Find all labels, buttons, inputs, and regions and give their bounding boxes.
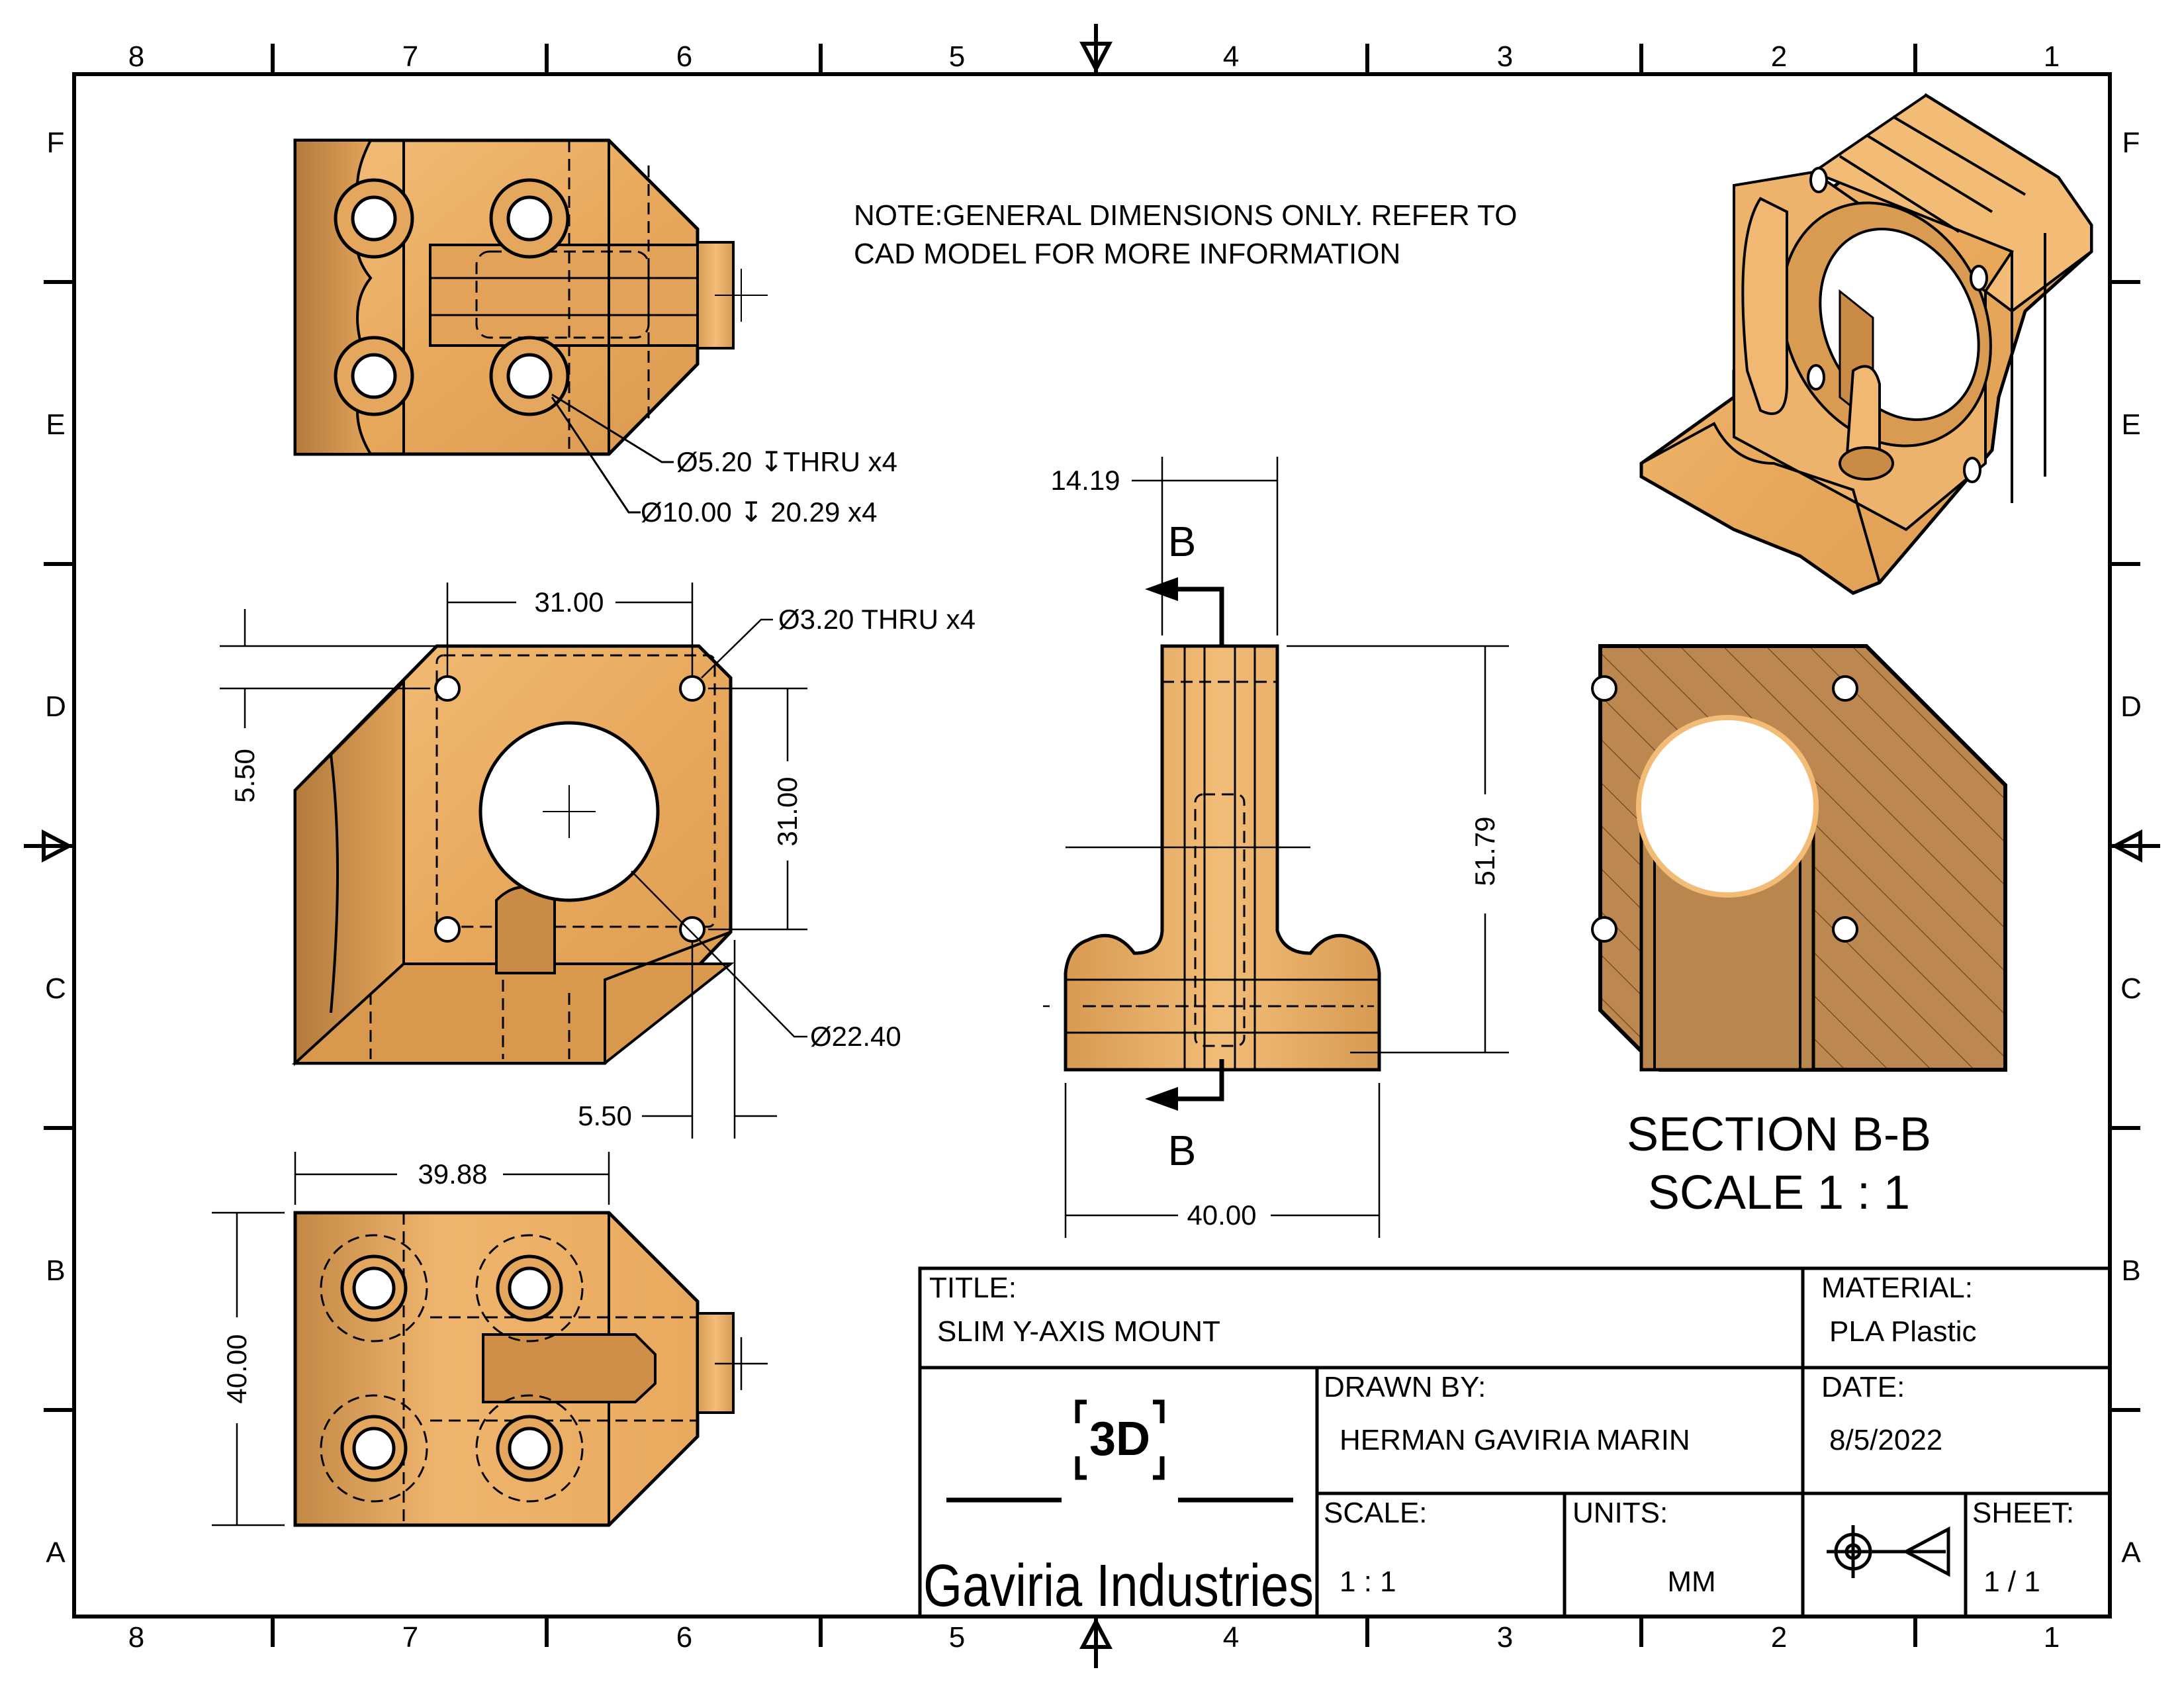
section-scale: SCALE 1 : 1 — [1648, 1166, 1910, 1219]
drawn-by-value: HERMAN GAVIRIA MARIN — [1340, 1424, 1690, 1456]
units-label: UNITS: — [1572, 1497, 1668, 1529]
col-label-bottom-8: 8 — [128, 1621, 144, 1654]
col-label-bottom-3: 3 — [1497, 1621, 1513, 1654]
projection-symbol-icon — [1827, 1525, 1950, 1578]
company-name: Gaviria Industries — [923, 1553, 1314, 1619]
section-title: SECTION B-B — [1627, 1108, 1931, 1161]
row-label-C: C — [45, 972, 66, 1005]
col-label-4: 4 — [1223, 40, 1239, 73]
row-label-F: F — [47, 126, 65, 159]
row-label-right-A: A — [2121, 1536, 2141, 1569]
col-label-3: 3 — [1497, 40, 1513, 73]
section-mark-top: B — [1168, 518, 1197, 565]
company-logo: 3D — [946, 1399, 1293, 1503]
callout-mount-holes: Ø3.20 THRU x4 — [778, 604, 976, 635]
sheet-label: SHEET: — [1972, 1497, 2074, 1529]
section-mark-bottom: B — [1168, 1127, 1197, 1174]
row-label-E: E — [46, 408, 65, 441]
callout-thru-holes: Ø5.20 ↧THRU x4 — [676, 446, 897, 477]
isometric-view — [1639, 93, 2093, 595]
row-label-right-E: E — [2121, 408, 2140, 441]
col-label-1: 1 — [2044, 40, 2060, 73]
col-label-bottom-4: 4 — [1223, 1621, 1239, 1654]
row-label-A: A — [46, 1536, 66, 1569]
col-label-5: 5 — [949, 40, 965, 73]
dim-front-bottom: 5.50 — [578, 1100, 632, 1131]
col-label-2: 2 — [1771, 40, 1787, 73]
side-view — [1043, 457, 1509, 1238]
dim-bottom-height: 40.00 — [221, 1334, 252, 1403]
col-label-bottom-6: 6 — [676, 1621, 692, 1654]
col-label-bottom-1: 1 — [2044, 1621, 2060, 1654]
col-label-6: 6 — [676, 40, 692, 73]
top-view — [293, 138, 768, 514]
col-label-bottom-2: 2 — [1771, 1621, 1787, 1654]
general-note-line-2: CAD MODEL FOR MORE INFORMATION — [854, 238, 1400, 270]
dim-front-left: 5.50 — [229, 749, 260, 803]
callout-counterbore: Ø10.00 ↧ 20.29 x4 — [641, 496, 877, 528]
row-label-right-B: B — [2121, 1254, 2140, 1287]
date-label: DATE: — [1821, 1371, 1905, 1403]
general-note-line-1: NOTE:GENERAL DIMENSIONS ONLY. REFER TO — [854, 199, 1517, 232]
scale-value: 1 : 1 — [1340, 1566, 1396, 1598]
dim-side-height: 51.79 — [1469, 816, 1500, 886]
callout-bore: Ø22.40 — [810, 1021, 901, 1052]
dim-bottom-width: 39.88 — [418, 1158, 487, 1190]
title-label: TITLE: — [929, 1272, 1017, 1304]
logo-mark: 3D — [1089, 1413, 1150, 1466]
row-label-B: B — [46, 1254, 65, 1287]
material-value: PLA Plastic — [1829, 1315, 1977, 1348]
drawn-by-label: DRAWN BY: — [1324, 1371, 1486, 1403]
row-label-right-F: F — [2122, 126, 2140, 159]
dim-front-side: 31.00 — [772, 776, 803, 846]
date-value: 8/5/2022 — [1829, 1424, 1942, 1456]
sheet-value: 1 / 1 — [1983, 1566, 2040, 1598]
col-label-7: 7 — [402, 40, 418, 73]
col-label-bottom-7: 7 — [402, 1621, 418, 1654]
bottom-view — [212, 1152, 768, 1527]
dim-front-top: 31.00 — [534, 586, 604, 618]
row-label-right-D: D — [2120, 690, 2142, 723]
dim-side-top: 14.19 — [1050, 465, 1120, 496]
material-label: MATERIAL: — [1821, 1272, 1973, 1304]
col-label-8: 8 — [128, 40, 144, 73]
dim-side-width: 40.00 — [1187, 1199, 1256, 1231]
row-label-D: D — [45, 690, 66, 723]
section-view — [1591, 644, 2007, 1072]
scale-label: SCALE: — [1324, 1497, 1428, 1529]
col-label-bottom-5: 5 — [949, 1621, 965, 1654]
title-block — [918, 1266, 2112, 1618]
units-value: MM — [1667, 1566, 1715, 1598]
row-label-right-C: C — [2120, 972, 2142, 1005]
title-value: SLIM Y-AXIS MOUNT — [937, 1315, 1220, 1348]
front-view — [220, 583, 807, 1139]
